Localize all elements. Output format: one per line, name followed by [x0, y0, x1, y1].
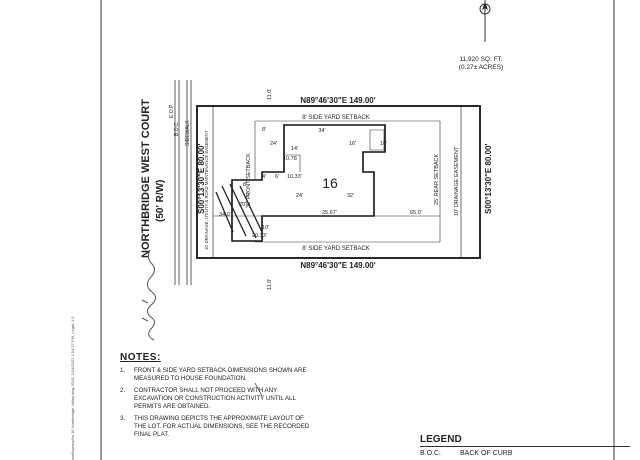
legend-title: LEGEND: [420, 434, 630, 447]
south-bearing: N89°46'30"E 149.00': [300, 261, 375, 270]
dim-20-33: 20.33': [252, 233, 267, 239]
dim-14: 14': [291, 146, 298, 152]
note-text: THIS DRAWING DEPICTS THE APPROXIMATE LAY…: [134, 415, 310, 438]
note-item: 2. CONTRACTOR SHALL NOT PROCEED WITH ANY…: [120, 387, 350, 411]
utility-easement: 10' DRAINAGE, UTILITY & ROAD MAINTENANCE…: [204, 130, 209, 250]
dim-4: 4': [262, 174, 266, 180]
area-acres: (0.27± ACRES): [459, 64, 503, 71]
signature-marks: [141, 299, 149, 322]
dim-25-67: 25.67': [322, 210, 337, 216]
notes-section: NOTES: 1. FRONT & SIDE YARD SETBACK DIME…: [120, 352, 350, 439]
note-item: 3. THIS DRAWING DEPICTS THE APPROXIMATE …: [120, 415, 350, 439]
note-text: FRONT & SIDE YARD SETBACK DIMENSIONS SHO…: [134, 367, 307, 382]
dim-8: 8': [262, 127, 266, 133]
front-setback: 30' FRONT SETBACK: [246, 153, 252, 208]
north-arrow-icon: [479, 0, 491, 42]
street-name: NORTHBRIDGE WEST COURT: [140, 99, 152, 258]
side-setback-bottom: 8' SIDE YARD SETBACK: [302, 246, 370, 252]
rear-setback: 25' REAR SETBACK: [434, 153, 440, 205]
dim-34-0: 34.0': [219, 212, 231, 218]
dim-34: 34': [318, 128, 325, 134]
house-deck: [369, 129, 385, 151]
eop-label: E.O.P.: [169, 104, 175, 118]
note-number: 2.: [120, 387, 126, 394]
handwritten-signature: [146, 249, 156, 341]
boc-label: B.O.C.: [174, 121, 180, 136]
note-item: 1. FRONT & SIDE YARD SETBACK DIMENSIONS …: [120, 367, 350, 383]
offset-top: 11.0': [267, 89, 273, 100]
dim-10-33: 10.33': [287, 174, 302, 180]
dim-10-78: 10.78: [283, 156, 297, 162]
lot-number: 16: [322, 175, 338, 191]
street-row: (50' R/W): [155, 180, 166, 222]
offset-bottom: 11.0': [267, 279, 273, 290]
notes-title: NOTES:: [120, 352, 161, 363]
legend-desc: BACK OF CURB: [460, 450, 513, 457]
dim-24: 24': [270, 141, 277, 147]
dim-16b: 16': [380, 141, 387, 147]
dim-20: 20': [239, 202, 246, 208]
note-leader-line: [254, 382, 263, 397]
dim-16: 16': [349, 141, 356, 147]
road-edge-lines: [174, 80, 192, 285]
side-setback-top: 8' SIDE YARD SETBACK: [302, 115, 370, 121]
dim-65: 65.0': [410, 210, 422, 216]
legend-row: B.O.C. BACK OF CURB: [420, 450, 630, 457]
dim-2: 2': [246, 193, 250, 199]
lot-boundary: [196, 105, 481, 259]
drainage-easement: 10' DRAINAGE EASEMENT: [454, 146, 460, 216]
area-sqft: 11,920 SQ. FT.: [459, 56, 502, 63]
legend-section: LEGEND B.O.C. BACK OF CURB: [420, 434, 630, 457]
west-bearing: S00°13'30"E 80.00': [197, 143, 206, 214]
sidewalk-label: SIDEWALK: [185, 120, 191, 146]
north-bearing: N89°46'30"E 149.00': [300, 96, 375, 105]
note-number: 1.: [120, 367, 126, 374]
file-path-sidebar: xref/survey/lot 16 Northbridge Valley.dw…: [70, 316, 75, 460]
driveway-hatch: [215, 183, 263, 239]
dim-6: 6': [275, 174, 279, 180]
east-bearing: S00°13'30"E 80.00': [484, 143, 493, 214]
dim-10: 10': [262, 225, 269, 231]
dim-24b: 24': [296, 193, 303, 199]
note-text: CONTRACTOR SHALL NOT PROCEED WITH ANY EX…: [134, 387, 296, 410]
legend-abbr: B.O.C.: [420, 450, 442, 457]
dim-32: 32': [347, 193, 354, 199]
dim-8b: 8': [243, 182, 247, 188]
house-inner-wall: [284, 154, 301, 172]
note-number: 3.: [120, 415, 126, 422]
